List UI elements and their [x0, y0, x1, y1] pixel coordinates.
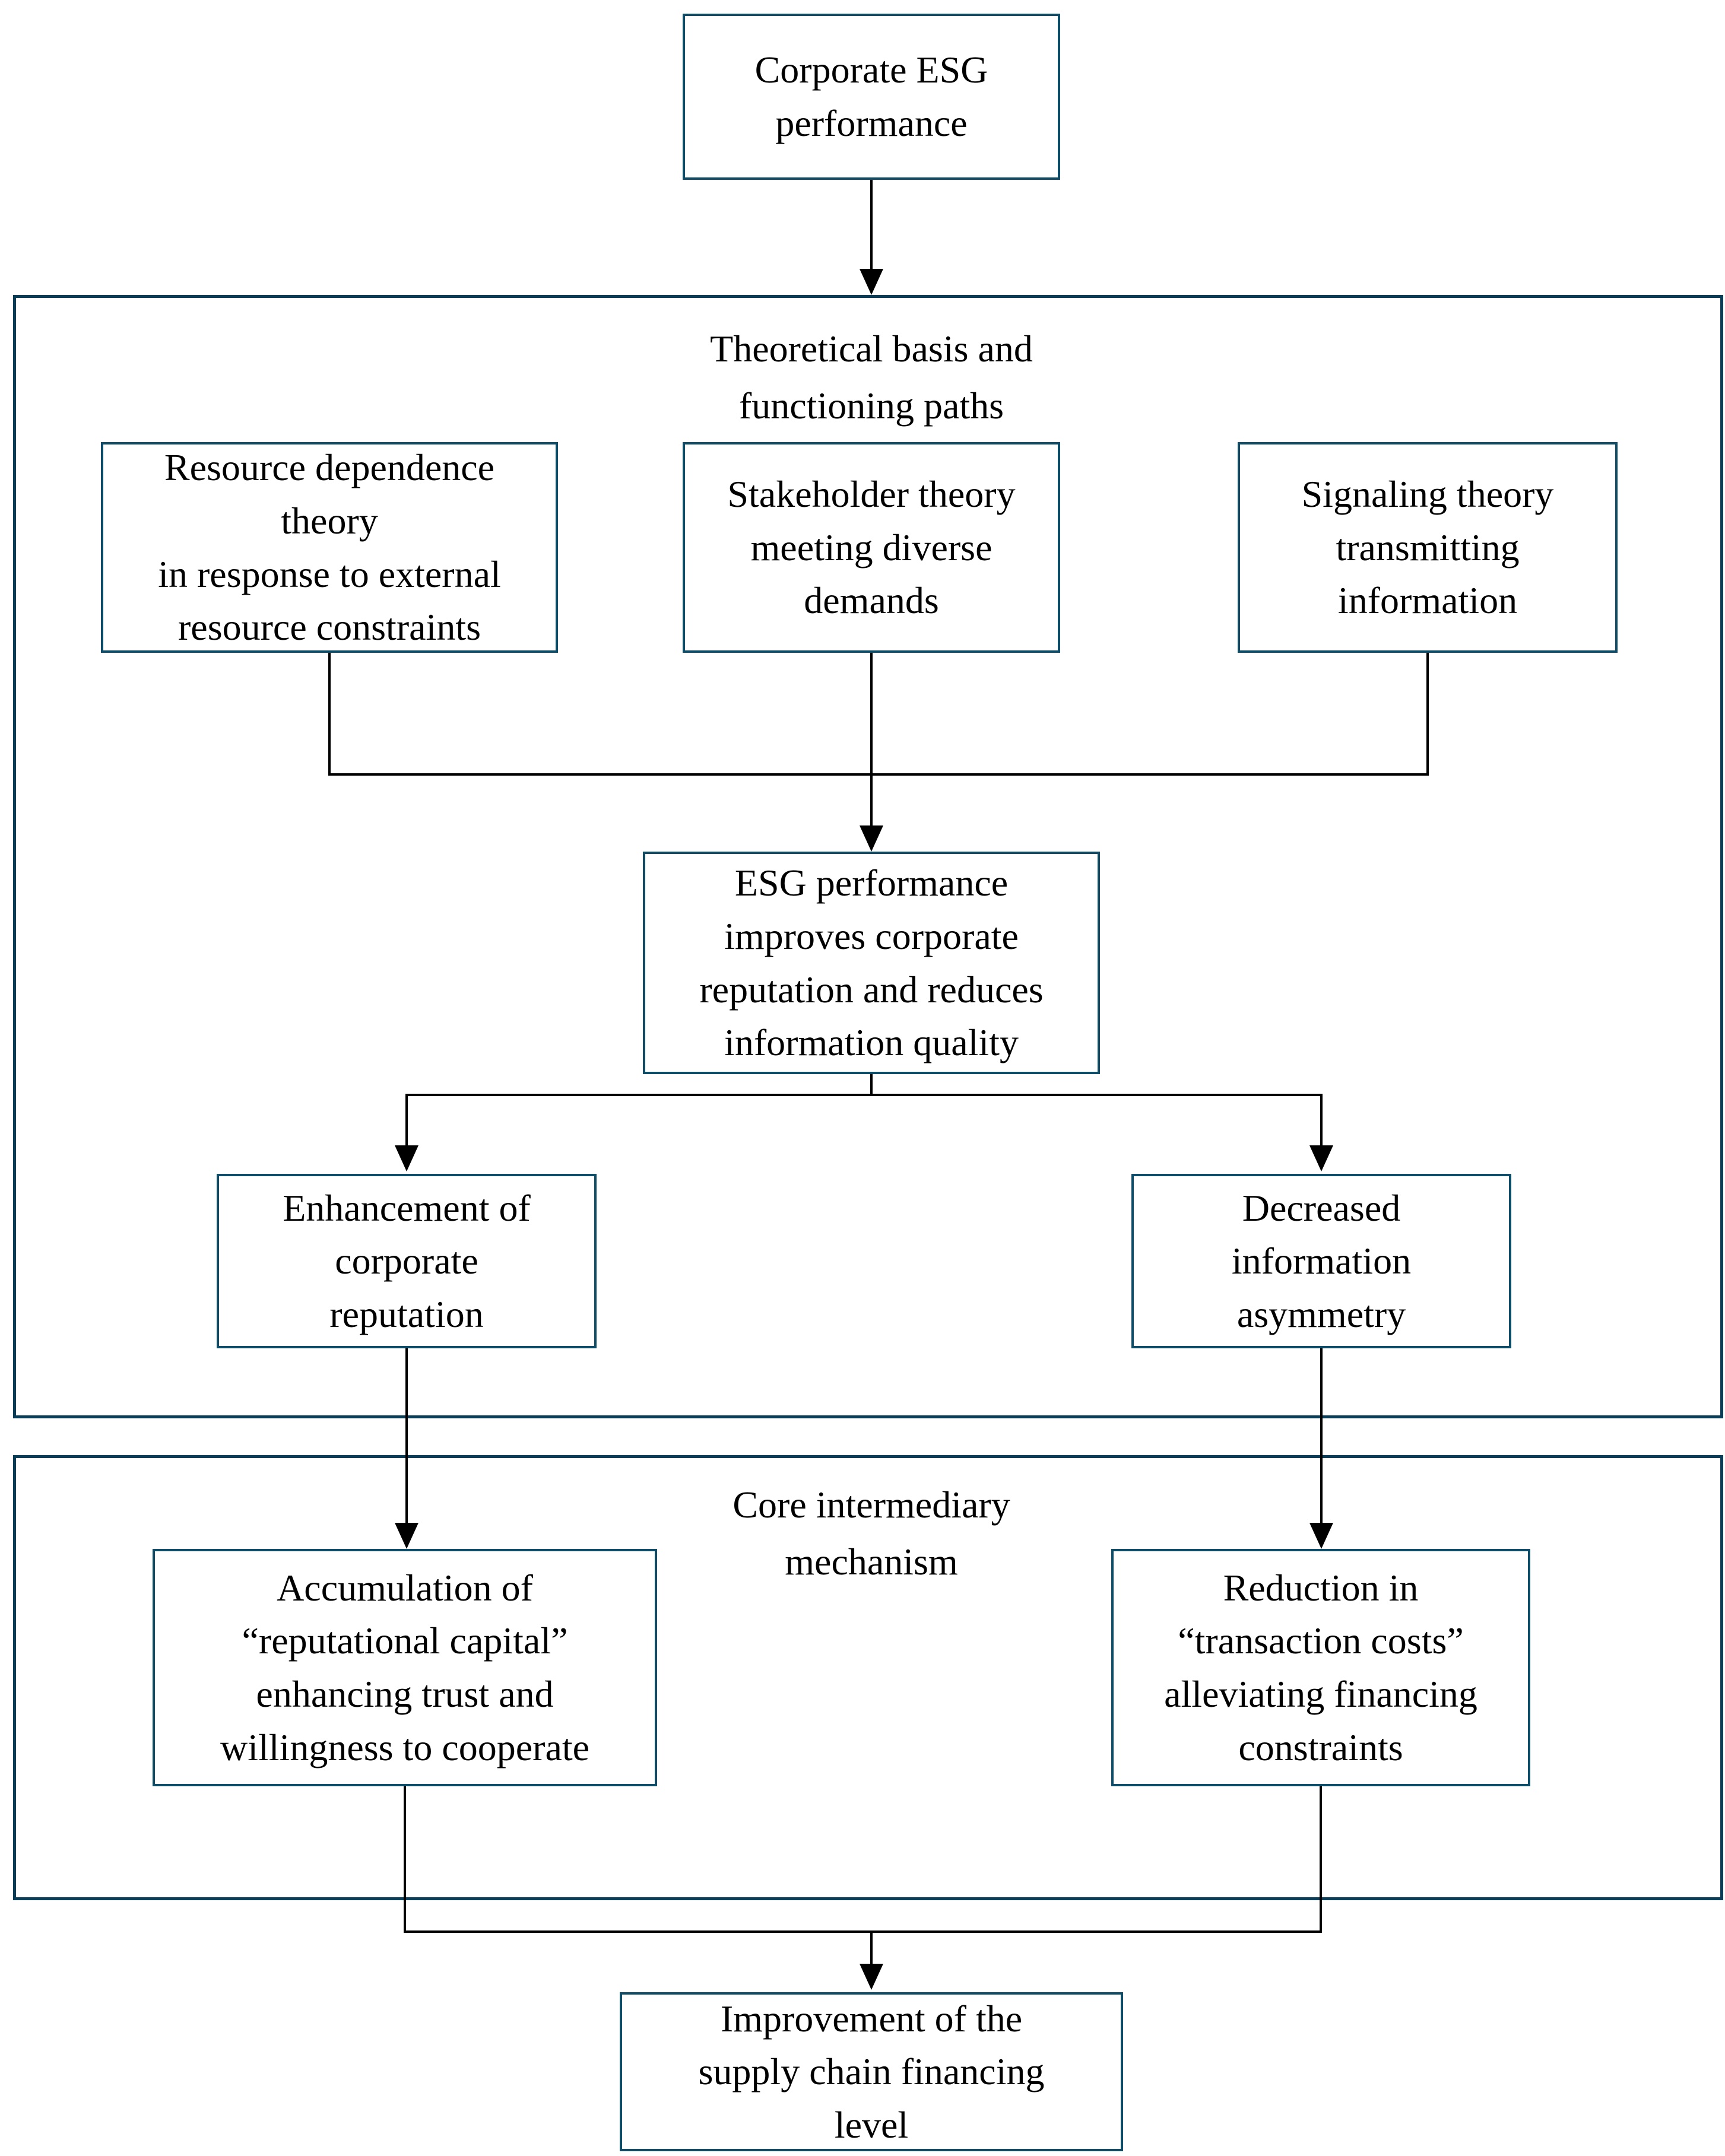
- connector-merge-to-improvement-arrowhead: [860, 1964, 883, 1990]
- section-title-core-intermediary: Core intermediary mechanism: [733, 1484, 1010, 1583]
- connector-to-decreased-arrowhead: [1309, 1145, 1333, 1171]
- node-signaling-theory: Signaling theory transmitting informatio…: [1238, 442, 1618, 653]
- connector-to-enhancement-line: [405, 1094, 408, 1148]
- connector-enhancement-to-reputational-line: [405, 1348, 408, 1525]
- connector-decreased-to-transaction-arrowhead: [1309, 1523, 1333, 1549]
- connector-reputational-down-line: [404, 1786, 406, 1933]
- node-stakeholder-theory: Stakeholder theory meeting diverse deman…: [683, 442, 1060, 653]
- connector-top-to-theory-arrowhead: [860, 269, 883, 295]
- node-resource-dependence-theory: Resource dependence theory in response t…: [101, 442, 558, 653]
- connector-merge-to-improvement-line: [870, 1930, 873, 1966]
- node-decreased-information-asymmetry: Decreased information asymmetry: [1131, 1174, 1511, 1348]
- connector-theories-merge-line: [328, 773, 1429, 776]
- connector-to-decreased-line: [1320, 1094, 1323, 1148]
- connector-enhancement-to-reputational-arrowhead: [395, 1523, 418, 1549]
- connector-decreased-to-transaction-line: [1320, 1348, 1323, 1525]
- connector-signaling-down-line: [1426, 653, 1429, 776]
- node-enhancement-of-reputation: Enhancement of corporate reputation: [217, 1174, 597, 1348]
- node-esg-improves-reputation: ESG performance improves corporate reput…: [643, 852, 1100, 1074]
- connector-transaction-down-line: [1320, 1786, 1322, 1933]
- connector-to-enhancement-arrowhead: [395, 1145, 418, 1171]
- node-improvement-supply-chain-financing: Improvement of the supply chain financin…: [620, 1992, 1123, 2151]
- node-reputational-capital: Accumulation of “reputational capital” e…: [153, 1549, 657, 1786]
- connector-resource-dependence-down-line: [328, 653, 331, 776]
- node-corporate-esg-performance: Corporate ESG performance: [683, 14, 1060, 180]
- section-core-intermediary: [13, 1455, 1723, 1900]
- connector-merge-to-esg-arrowhead: [860, 825, 883, 852]
- connector-stakeholder-down-line: [870, 653, 873, 828]
- section-theoretical-basis: [13, 295, 1723, 1418]
- connector-esg-bottom-stub-line: [870, 1074, 873, 1096]
- connector-branch-split-line: [405, 1094, 1323, 1096]
- connector-bottom-merge-line: [404, 1930, 1322, 1933]
- section-title-theoretical-basis: Theoretical basis and functioning paths: [710, 328, 1033, 427]
- node-transaction-costs: Reduction in “transaction costs” allevia…: [1111, 1549, 1530, 1786]
- connector-top-to-theory-line: [870, 180, 873, 270]
